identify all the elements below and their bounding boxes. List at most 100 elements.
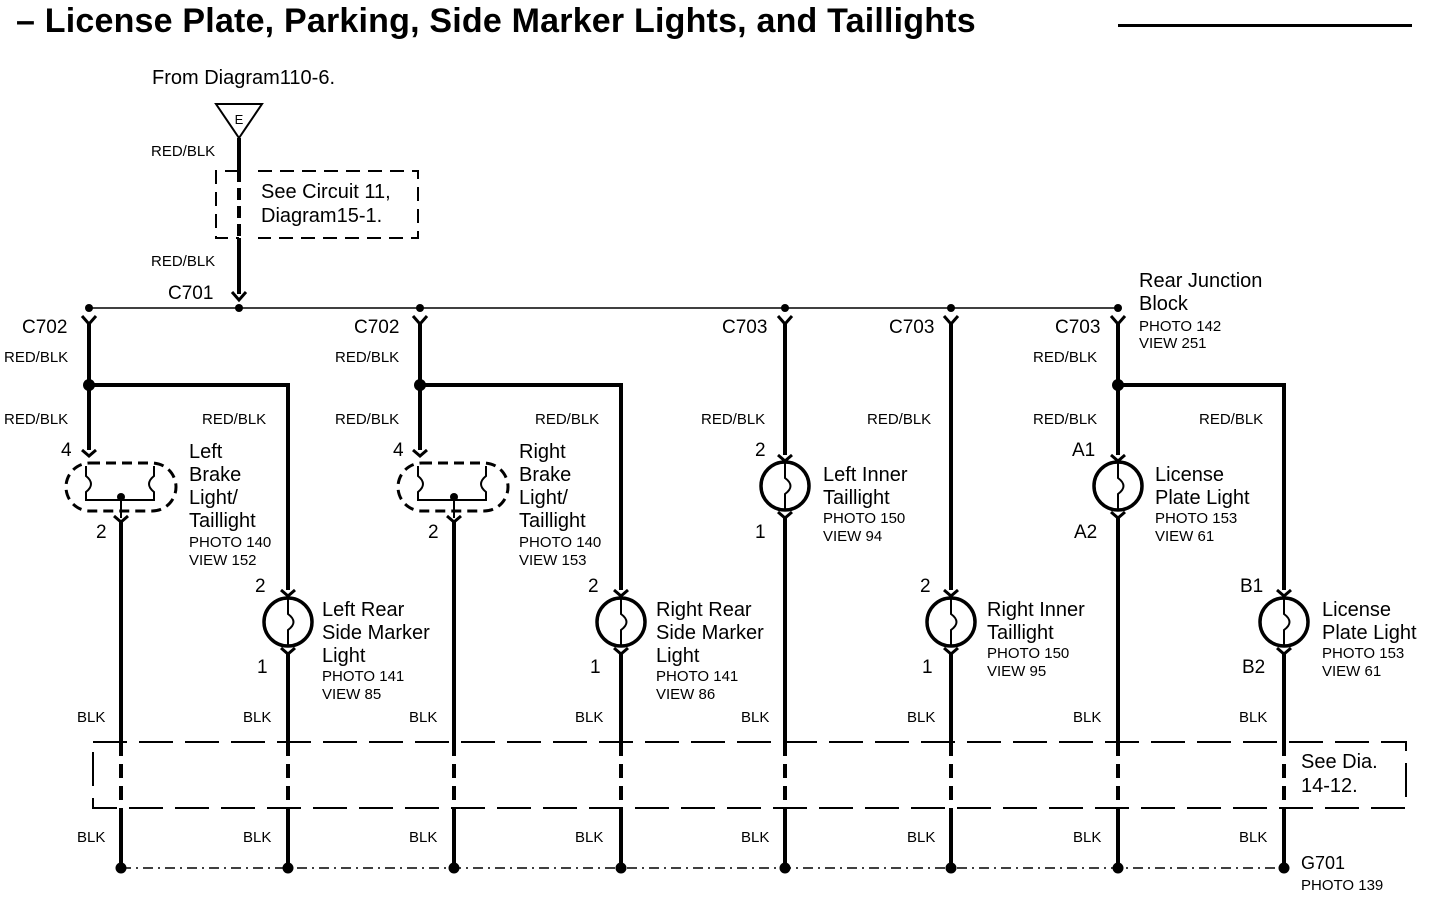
- from-diagram-label: From Diagram110-6.: [152, 67, 336, 89]
- wire-color-label: BLK: [1239, 829, 1268, 846]
- wire-right-side-marker-feed: [420, 383, 623, 590]
- license-a-view: VIEW 61: [1155, 528, 1215, 545]
- pin-label: A1: [1072, 440, 1096, 461]
- wire-color-label: BLK: [409, 709, 438, 726]
- wire-color-label: BLK: [77, 709, 106, 726]
- pin-label: A2: [1074, 522, 1098, 543]
- pin-label: 2: [428, 522, 439, 543]
- wire-color-label: RED/BLK: [335, 411, 400, 428]
- ground-see-dia-box: [92, 741, 1407, 809]
- wire-color-label: RED/BLK: [151, 143, 216, 160]
- junction-block-name-line2: Block: [1139, 293, 1188, 315]
- ground-note-line1: See Dia.: [1301, 751, 1378, 773]
- connector-c701-label: C701: [168, 283, 214, 304]
- wire-color-label: BLK: [575, 829, 604, 846]
- pin-label: 2: [588, 576, 599, 597]
- left-side-marker-name-3: Light: [322, 645, 366, 667]
- pin-label: 1: [755, 522, 766, 543]
- license-a-photo: PHOTO 153: [1155, 510, 1238, 527]
- wire-license-b-feed: [1118, 383, 1286, 590]
- diagram-title: – License Plate, Parking, Side Marker Li…: [16, 2, 976, 40]
- license-a-name-1: License: [1155, 464, 1224, 486]
- pin-label: 2: [255, 576, 266, 597]
- right-brake-name-3: Light/: [519, 487, 568, 509]
- left-brake-photo: PHOTO 140: [189, 534, 272, 551]
- pin-label: 4: [61, 440, 72, 461]
- wire-color-label: RED/BLK: [1033, 411, 1098, 428]
- splice-dots: [83, 304, 1290, 874]
- wire-color-label: RED/BLK: [1033, 349, 1098, 366]
- left-inner-view: VIEW 94: [823, 528, 883, 545]
- left-inner-name-1: Left Inner: [823, 464, 908, 486]
- connector-c703-label: C703: [1055, 317, 1101, 338]
- left-side-marker-photo: PHOTO 141: [322, 668, 405, 685]
- circuit-note-line2: Diagram15-1.: [261, 205, 383, 227]
- wire-color-label: BLK: [907, 829, 936, 846]
- connector-c703-label: C703: [722, 317, 768, 338]
- right-side-marker-photo: PHOTO 141: [656, 668, 739, 685]
- wire-color-label: RED/BLK: [335, 349, 400, 366]
- right-side-marker-name-1: Right Rear: [656, 599, 752, 621]
- left-brake-name-1: Left: [189, 441, 223, 463]
- pin-label: 4: [393, 440, 404, 461]
- license-b-name-1: License: [1322, 599, 1391, 621]
- wire-color-label: RED/BLK: [1199, 411, 1264, 428]
- title-rule: [1118, 24, 1412, 27]
- license-a-name-2: Plate Light: [1155, 487, 1250, 509]
- junction-block-name-line1: Rear Junction: [1139, 270, 1263, 292]
- wire-color-label: BLK: [77, 829, 106, 846]
- right-side-marker-view: VIEW 86: [656, 686, 716, 703]
- wire-color-label: BLK: [907, 709, 936, 726]
- wire-left-side-marker-feed: [89, 383, 290, 590]
- right-brake-view: VIEW 153: [519, 552, 587, 569]
- wire-color-label: RED/BLK: [151, 253, 216, 270]
- left-side-marker-name-1: Left Rear: [322, 599, 405, 621]
- license-b-name-2: Plate Light: [1322, 622, 1417, 644]
- connector-c702-label: C702: [22, 317, 68, 338]
- wire-color-label: BLK: [741, 829, 770, 846]
- wire-color-label: RED/BLK: [4, 411, 69, 428]
- pin-label: 2: [96, 522, 107, 543]
- left-brake-name-2: Brake: [189, 464, 242, 486]
- wire-color-label: BLK: [1073, 829, 1102, 846]
- pin-label: 1: [590, 657, 601, 678]
- license-b-view: VIEW 61: [1322, 663, 1382, 680]
- junction-block-photo: PHOTO 142: [1139, 318, 1222, 335]
- pin-label: 1: [257, 657, 268, 678]
- wire-color-label: BLK: [1073, 709, 1102, 726]
- right-inner-photo: PHOTO 150: [987, 645, 1070, 662]
- right-brake-name-4: Taillight: [519, 510, 586, 532]
- pin-label: B2: [1242, 657, 1266, 678]
- pin-label: 1: [922, 657, 933, 678]
- wire-color-label: BLK: [575, 709, 604, 726]
- c701-connector-icon: [230, 291, 248, 303]
- right-inner-name-1: Right Inner: [987, 599, 1085, 621]
- left-brake-view: VIEW 152: [189, 552, 257, 569]
- right-brake-name-1: Right: [519, 441, 566, 463]
- wire-color-label: RED/BLK: [701, 411, 766, 428]
- ground-wires: [119, 516, 1286, 742]
- left-side-marker-name-2: Side Marker: [322, 622, 430, 644]
- wire-color-label: RED/BLK: [535, 411, 600, 428]
- pin-label: 2: [755, 440, 766, 461]
- wire-color-label: BLK: [243, 709, 272, 726]
- left-side-marker-view: VIEW 85: [322, 686, 382, 703]
- right-inner-view: VIEW 95: [987, 663, 1047, 680]
- ground-note-line2: 14-12.: [1301, 775, 1358, 797]
- wire-color-label: BLK: [243, 829, 272, 846]
- left-inner-photo: PHOTO 150: [823, 510, 906, 527]
- wire-color-label: BLK: [1239, 709, 1268, 726]
- ground-photo: PHOTO 139: [1301, 877, 1384, 894]
- circuit-note-line1: See Circuit 11,: [261, 181, 391, 203]
- ground-name: G701: [1301, 853, 1346, 873]
- junction-block-view: VIEW 251: [1139, 335, 1207, 352]
- terminal-e-label: E: [235, 112, 244, 127]
- pin-label: 2: [920, 576, 931, 597]
- wire-color-label: RED/BLK: [867, 411, 932, 428]
- connector-c702-label: C702: [354, 317, 400, 338]
- terminal-e-triangle: [214, 103, 264, 140]
- circuit-box-left: [215, 170, 239, 239]
- right-brake-name-2: Brake: [519, 464, 572, 486]
- left-inner-name-2: Taillight: [823, 487, 890, 509]
